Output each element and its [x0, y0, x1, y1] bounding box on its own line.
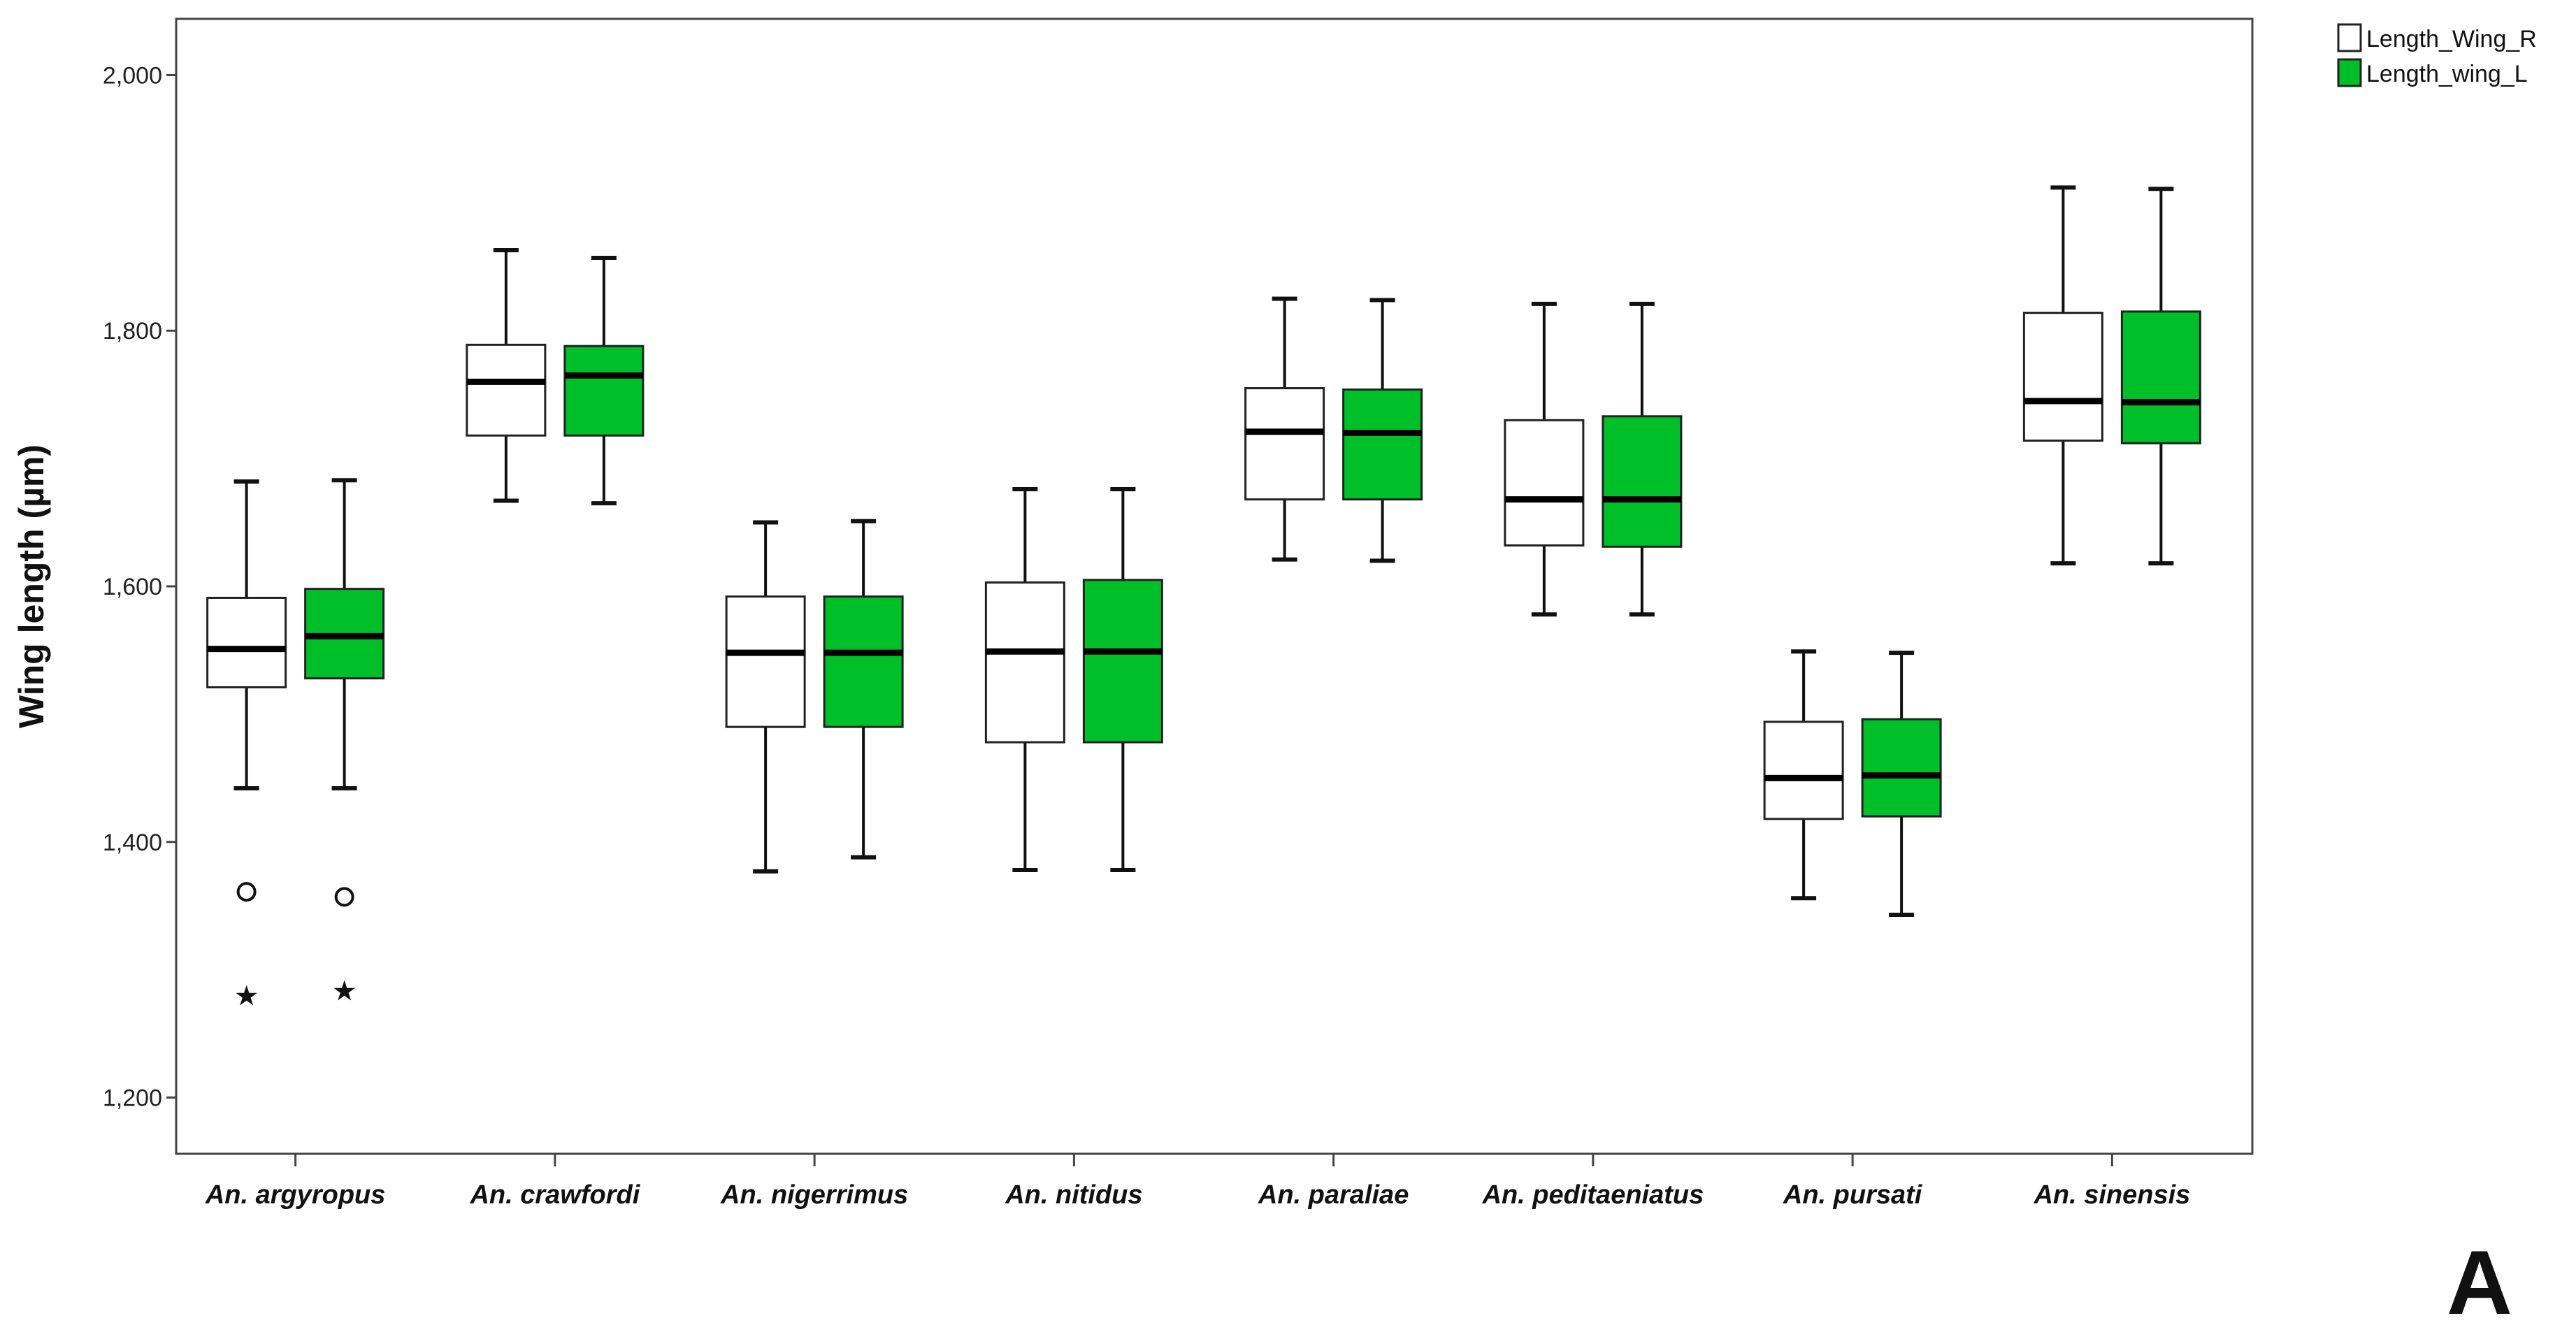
box-group: ★ — [304, 478, 385, 1006]
box — [1082, 579, 1163, 744]
x-axis: An. argyropus An. crawfordi An. nigerrimus… — [205, 1154, 2190, 1210]
box — [563, 345, 645, 437]
box — [823, 595, 904, 728]
box — [1602, 415, 1683, 548]
y-axis: 1,200 1,400 1,600 1,800 2,000 — [103, 62, 176, 1112]
legend: Length_Wing_R Length_wing_L — [2337, 23, 2537, 87]
box-group — [1342, 298, 1423, 563]
box-group — [823, 519, 904, 860]
outlier-point — [236, 882, 257, 902]
y-tick-label: 1,400 — [103, 830, 162, 856]
x-tick-label: An. argyropus — [205, 1180, 386, 1210]
box — [984, 581, 1065, 744]
box — [1342, 388, 1423, 501]
legend-label-r: Length_Wing_R — [2366, 26, 2537, 52]
box-group — [1763, 649, 1844, 901]
x-tick-label: An. sinensis — [2033, 1180, 2190, 1210]
box-group — [1244, 296, 1325, 562]
box — [2022, 312, 2103, 442]
box-group — [2022, 185, 2103, 566]
box-group — [1082, 487, 1163, 872]
box — [1244, 387, 1325, 501]
y-tick-label: 1,800 — [103, 318, 162, 345]
plot-area — [175, 17, 2254, 1155]
box-group — [984, 487, 1065, 872]
legend-label-l: Length_wing_L — [2366, 61, 2528, 87]
x-tick-label: An. pursati — [1783, 1180, 1923, 1210]
extreme-point: ★ — [332, 976, 357, 1006]
y-tick-label: 2,000 — [103, 62, 162, 89]
panel-label: A — [2447, 1231, 2512, 1325]
boxes: ★★ — [206, 185, 2201, 1012]
y-tick-label: 1,200 — [103, 1085, 162, 1112]
x-tick-label: An. crawfordi — [469, 1180, 640, 1210]
box-group — [2120, 187, 2201, 566]
box-group: ★ — [206, 479, 287, 1012]
box — [1504, 419, 1585, 546]
x-tick-label: An. nitidus — [1005, 1180, 1142, 1210]
x-tick-label: An. peditaeniatus — [1482, 1180, 1704, 1210]
box — [466, 343, 547, 437]
legend-swatch-l — [2337, 58, 2362, 87]
box — [725, 595, 806, 728]
box-group — [563, 255, 645, 506]
y-axis-label: Wing length (µm) — [12, 444, 51, 728]
box — [2120, 310, 2201, 444]
box-group — [1861, 651, 1942, 918]
outlier-point — [334, 887, 354, 907]
extreme-point: ★ — [234, 981, 259, 1012]
box — [1861, 718, 1942, 818]
box-group — [466, 248, 547, 503]
box-group — [1602, 301, 1683, 617]
box — [206, 596, 287, 688]
box-group — [725, 520, 806, 874]
x-tick-label: An. paraliae — [1258, 1180, 1409, 1210]
legend-swatch-r — [2337, 23, 2362, 52]
y-tick-label: 1,600 — [103, 574, 162, 600]
box-group — [1504, 301, 1585, 617]
x-tick-label: An. nigerrimus — [720, 1180, 908, 1210]
box — [1763, 721, 1844, 820]
